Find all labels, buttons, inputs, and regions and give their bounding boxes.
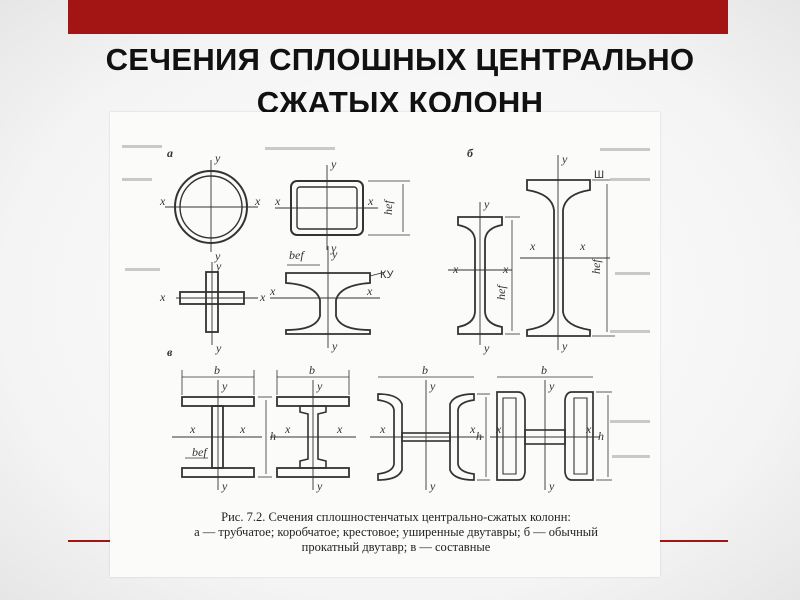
box-dim-hef: hef [381,199,395,215]
rolled-ibeam-narrow [448,202,520,345]
builtup4-dim-h: h [598,429,604,443]
builtup2-axis-y-bottom: y [316,479,323,493]
builtup2-dim-b: b [309,363,315,377]
builtup1-axis-y-bottom: y [221,479,228,493]
slide-title-line-1: СЕЧЕНИЯ СПЛОШНЫХ ЦЕНТРАЛЬНО [105,42,695,77]
cross-axis-y-bottom: y [215,341,222,355]
figure-labels: а б в y y x x y y x x hef y y x x bef y … [159,146,604,493]
part-label-a: а [167,146,173,160]
widened-axis-x-right: x [366,284,373,298]
narrow-axis-y-bottom: y [483,341,490,355]
part-label-b: б [467,146,474,160]
builtup1-axis-y-top: y [221,379,228,393]
cross-axis-x-left: x [159,290,166,304]
builtup-ibeam-1 [172,370,272,490]
scan-background-text [122,145,650,458]
narrow-axis-x-right: x [502,262,509,276]
figure-panel [110,112,660,577]
decorative-line-right [656,540,728,542]
builtup2-axis-x-right: x [336,422,343,436]
narrow-dim-hef: hef [494,284,508,300]
tube-axis-x-right: x [254,194,261,208]
box-axis-x-right: x [367,194,374,208]
top-accent-bar [68,0,728,34]
builtup1-axis-x-left: x [189,422,196,436]
cross-axis-y-top: y [215,259,222,273]
widened-axis-y-top: y [331,247,338,261]
narrow-axis-y-top: y [483,197,490,211]
builtup1-dim-h: h [270,429,276,443]
wide-axis-x-left: x [529,239,536,253]
builtup4-axis-y-top: y [548,379,555,393]
builtup3-axis-x-right: x [469,422,476,436]
builtup-ibeam-2 [270,370,356,490]
ku-tag: КУ [380,269,395,281]
builtup2-axis-y-top: y [316,379,323,393]
box-section [275,165,410,250]
wide-axis-x-right: x [579,239,586,253]
tube-axis-y-top: y [214,151,221,165]
tube-axis-y-bottom: y [214,249,221,263]
builtup-h-section-1 [370,376,490,490]
builtup1-dim-b: b [214,363,220,377]
builtup4-axis-x-left: x [495,422,502,436]
builtup1-axis-x-right: x [239,422,246,436]
builtup3-axis-x-left: x [379,422,386,436]
widened-ibeam-section [270,246,386,348]
box-axis-y-top: y [330,157,337,171]
caption-line-3: прокатный двутавр; в — составные [301,540,491,554]
builtup4-axis-x-right: x [585,422,592,436]
part-label-v: в [167,345,173,359]
widened-axis-y-bottom: y [331,339,338,353]
builtup-h-section-2 [490,376,612,490]
builtup3-axis-y-top: y [429,379,436,393]
wide-axis-y-bottom: y [561,339,568,353]
builtup3-dim-b: b [422,363,428,377]
tube-axis-x-left: x [159,194,166,208]
sh-tag: Ш [594,169,604,181]
box-axis-y-bottom: y [330,241,337,255]
widened-axis-x-left: x [269,284,276,298]
caption-line-1: Рис. 7.2. Сечения сплошностенчатых центр… [221,510,571,524]
wide-dim-hef: hef [589,258,603,274]
cross-section [176,262,258,345]
decorative-line-left [68,540,118,542]
rolled-ibeam-wide [520,155,615,350]
builtup3-axis-y-bottom: y [429,479,436,493]
builtup4-dim-b: b [541,363,547,377]
builtup4-axis-y-bottom: y [548,479,555,493]
box-axis-x-left: x [274,194,281,208]
figure-caption: Рис. 7.2. Сечения сплошностенчатых центр… [144,510,648,555]
tube-section [165,160,258,252]
cross-axis-x-right: x [259,290,266,304]
builtup3-dim-h: h [476,429,482,443]
narrow-axis-x-left: x [452,262,459,276]
caption-line-2: а — трубчатое; коробчатое; крестовое; уш… [194,525,598,539]
widened-dim-bef: bef [289,248,305,262]
builtup2-axis-x-left: x [284,422,291,436]
builtup1-dim-bef: bef [192,445,208,459]
wide-axis-y-top: y [561,152,568,166]
